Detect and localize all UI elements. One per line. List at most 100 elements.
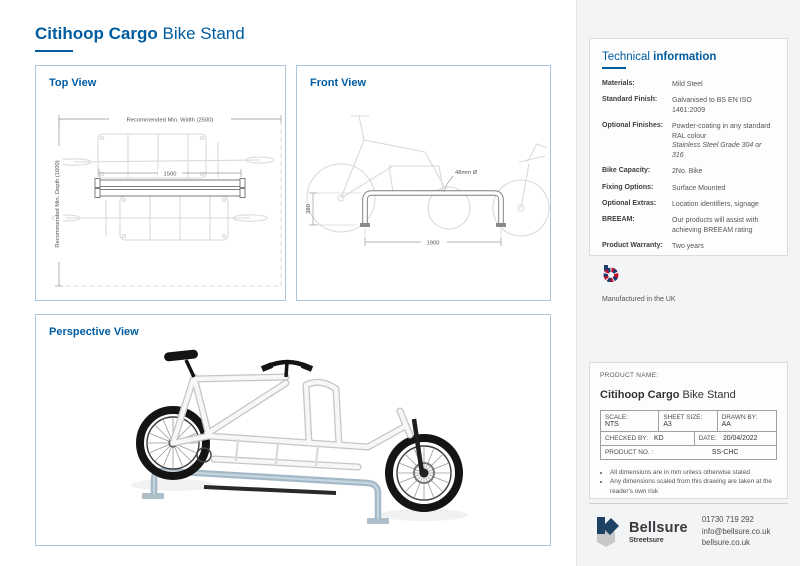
spec-value: Mild Steel xyxy=(672,81,703,88)
front-view-drawing: 48mm Ø 380 1900 xyxy=(306,115,550,247)
contact-info: 01730 719 292 info@bellsure.co.uk bellsu… xyxy=(702,514,771,549)
top-view-title: Top View xyxy=(49,77,97,89)
sheet-size-label: SHEET SIZE: xyxy=(663,414,703,421)
drawing-info-table: SCALE: NTS SHEET SIZE: A3 DRAWN BY: AA C… xyxy=(600,410,777,460)
perspective-view-drawing xyxy=(131,349,468,524)
front-view-title: Front View xyxy=(310,77,367,89)
drawn-by-label: DRAWN BY: xyxy=(721,414,758,421)
front-view-bike-outline-b xyxy=(492,143,550,237)
tech-title-bold: information xyxy=(653,51,717,63)
dim-height-label: 380 xyxy=(306,204,312,214)
spec-row-materials: Materials: Mild Steel xyxy=(602,80,775,89)
note-item: All dimensions are in mm unless otherwis… xyxy=(610,468,777,477)
deck-struts xyxy=(234,438,320,467)
technical-information-card: Technical information Materials: Mild St… xyxy=(589,38,788,303)
brand-name: Bellsure xyxy=(629,520,688,536)
checked-by-value: KD xyxy=(653,435,664,442)
frame-fill xyxy=(170,374,413,470)
stand-rail-perspective xyxy=(142,467,389,524)
spec-label: Fixing Options: xyxy=(602,183,654,191)
contact-website[interactable]: bellsure.co.uk xyxy=(701,538,750,548)
spec-label: Optional Extras: xyxy=(602,199,657,207)
spec-label: Product Warranty: xyxy=(602,242,663,250)
product-name-bold: Citihoop Cargo xyxy=(600,389,680,401)
handlebar xyxy=(260,359,314,378)
drawing-notes: All dimensions are in mm unless otherwis… xyxy=(610,468,777,496)
union-jack-b-icon xyxy=(603,264,619,283)
page-title: Citihoop Cargo Bike Stand xyxy=(35,24,245,44)
top-view-drawing: Recommended Min. Width (2500) Recommende… xyxy=(51,115,282,287)
date-label: DATE: xyxy=(698,435,717,442)
page-title-regular: Bike Stand xyxy=(157,24,245,43)
saddle xyxy=(164,349,198,378)
spec-value: 2No. Bike xyxy=(672,168,703,176)
tech-title-underline xyxy=(602,67,626,69)
date-cell: DATE: 20/04/2022 xyxy=(695,432,776,445)
contact-email[interactable]: info@bellsure.co.uk xyxy=(701,526,771,536)
scale-cell: SCALE: NTS xyxy=(601,411,660,431)
spec-value: Location identifiers, signage xyxy=(672,200,759,208)
top-view-panel: Recommended Min. Width (2500) Recommende… xyxy=(35,65,286,301)
top-view-bike-outline-b xyxy=(51,195,268,241)
page-title-bold: Citihoop Cargo xyxy=(35,24,158,43)
dim-rail-label: 1500 xyxy=(164,172,177,178)
front-view-bike-outline-a xyxy=(306,115,471,233)
sheet-size-value: A3 xyxy=(663,421,672,428)
spec-row-fixing-options: Fixing Options: Surface Mounted xyxy=(602,184,775,193)
product-no-label: PRODUCT NO. : xyxy=(605,449,654,456)
dim-height: 380 xyxy=(306,192,361,226)
spec-row-optional-finishes: Optional Finishes: Powder-coating in any… xyxy=(602,122,775,160)
dim-width-label: Recommended Min. Width (2500) xyxy=(127,118,214,124)
checked-by-label: CHECKED BY: xyxy=(605,435,648,442)
spec-value: Our products will assist with achieving … xyxy=(672,217,759,234)
made-in-uk-block: Manufactured in the UK xyxy=(602,264,775,303)
front-view-panel: 48mm Ø 380 1900 Front View xyxy=(296,65,551,301)
product-no-value: SS-CHC xyxy=(711,449,739,456)
scale-value: NTS xyxy=(605,421,619,428)
title-block-card: PRODUCT NAME: Citihoop Cargo Bike Stand … xyxy=(589,362,788,499)
dim-diameter-label: 48mm Ø xyxy=(455,170,478,176)
product-name: Citihoop Cargo Bike Stand xyxy=(600,389,777,401)
sidebar: Technical information Materials: Mild St… xyxy=(576,0,800,566)
spec-value: Powder-coating in any standard RAL colou… xyxy=(672,122,775,160)
dim-depth: Recommended Min. Depth (1600) xyxy=(55,119,63,287)
product-name-label: PRODUCT NAME: xyxy=(600,372,659,379)
drawn-by-cell: DRAWN BY: AA xyxy=(718,411,776,431)
dim-depth-label: Recommended Min. Depth (1600) xyxy=(55,160,61,247)
dim-width: Recommended Min. Width (2500) xyxy=(58,115,282,124)
table-row: SCALE: NTS SHEET SIZE: A3 DRAWN BY: AA xyxy=(601,411,776,431)
frame-outline xyxy=(169,373,414,471)
brand-logo-block: Bellsure Streetsure xyxy=(589,514,688,550)
bellsure-logo-icon xyxy=(597,517,619,547)
spec-value-line2: Stainless Steel Grade 304 or 316 xyxy=(672,142,762,159)
perspective-view-panel: Perspective View xyxy=(35,314,551,546)
product-name-regular: Bike Stand xyxy=(679,389,736,401)
dim-length-label: 1900 xyxy=(427,241,440,247)
spec-row-breeam: BREEAM: Our products will assist with ac… xyxy=(602,216,775,235)
spec-row-product-warranty: Product Warranty: Two years xyxy=(602,242,775,251)
drawn-by-value: AA xyxy=(721,421,731,428)
dim-diameter: 48mm Ø xyxy=(443,170,478,193)
spec-value: Two years xyxy=(672,243,704,251)
table-row: PRODUCT NO. : SS-CHC xyxy=(601,445,776,459)
shadow-front xyxy=(380,509,468,521)
spec-row-bike-capacity: Bike Capacity: 2No. Bike xyxy=(602,167,775,176)
date-value: 20/04/2022 xyxy=(722,435,758,442)
table-row: CHECKED BY: KD DATE: 20/04/2022 xyxy=(601,431,776,445)
front-wheel xyxy=(385,418,463,512)
checked-by-cell: CHECKED BY: KD xyxy=(601,432,695,445)
brand-text: Bellsure Streetsure xyxy=(629,520,688,544)
stand-rails-plan xyxy=(94,178,246,198)
spec-label: Bike Capacity: xyxy=(602,167,651,175)
spec-value: Surface Mounted xyxy=(672,184,726,192)
note-item: Any dimensions scaled from this drawing … xyxy=(610,477,777,496)
made-in-uk-text: Manufactured in the UK xyxy=(602,295,676,303)
spec-label: Optional Finishes: xyxy=(602,122,664,130)
tech-title-regular: Technical xyxy=(602,51,654,63)
brand-subname: Streetsure xyxy=(629,537,664,544)
spec-row-standard-finish: Standard Finish: Galvanised to BS EN ISO… xyxy=(602,96,775,115)
stand-front-profile xyxy=(360,190,506,227)
perspective-view-title: Perspective View xyxy=(49,326,139,338)
spec-label: Materials: xyxy=(602,80,635,87)
technical-information-title: Technical information xyxy=(602,51,775,63)
